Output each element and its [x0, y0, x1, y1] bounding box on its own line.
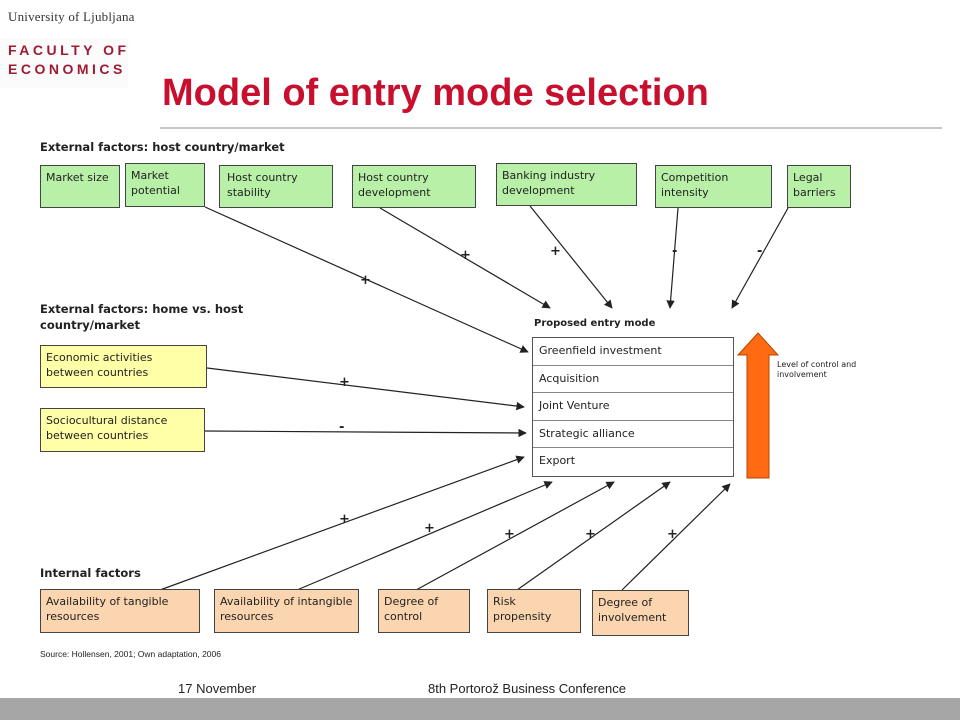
section-internal: Internal factors [40, 566, 141, 580]
arrow-competition [666, 207, 679, 309]
faculty-logo-line2: ECONOMICS [8, 61, 126, 77]
arrow-legal [731, 207, 789, 309]
entry-mode-greenfield: Greenfield investment [533, 338, 733, 366]
university-logo-area [0, 0, 170, 37]
factor-market-potential: Market potential [125, 163, 205, 207]
arrow-control [415, 481, 615, 591]
sign-control: + [504, 527, 515, 542]
factor-legal-barriers: Legal barriers [787, 165, 851, 208]
entry-mode-acquisition: Acquisition [533, 366, 733, 394]
entry-mode-list: Greenfield investment Acquisition Joint … [532, 337, 734, 477]
sign-tangible: + [339, 512, 350, 527]
factor-banking: Banking industry development [496, 163, 637, 206]
level-arrow-icon [736, 332, 780, 479]
sign-banking: + [550, 244, 561, 259]
factor-economic-activities: Economic activities between countries [40, 345, 207, 388]
arrow-involvement [621, 483, 731, 591]
source-note: Source: Hollensen, 2001; Own adaptation,… [40, 649, 221, 659]
arrow-market-potential [204, 206, 529, 353]
section-proposed: Proposed entry mode [534, 318, 656, 329]
arrow-tangible [159, 455, 525, 591]
footer-bar [0, 698, 960, 720]
sign-risk: + [585, 527, 596, 542]
footer-conference: 8th Portorož Business Conference [428, 681, 626, 696]
factor-degree-involvement: Degree of involvement [592, 590, 689, 636]
sign-legal: - [757, 244, 763, 259]
arrow-banking [529, 205, 613, 309]
factor-market-size: Market size [40, 165, 120, 208]
sign-economic: + [339, 375, 350, 390]
arrow-host-development [379, 207, 551, 309]
sign-sociocultural: - [339, 420, 345, 435]
entry-mode-strategic-alliance: Strategic alliance [533, 421, 733, 449]
entry-mode-export: Export [539, 454, 576, 468]
arrow-sociocultural [204, 428, 527, 438]
factor-degree-control: Degree of control [378, 589, 470, 633]
slide-title: Model of entry mode selection [162, 72, 709, 114]
section-external-host: External factors: host country/market [40, 140, 285, 154]
factor-tangible-resources: Availability of tangible resources [40, 589, 200, 633]
sign-market-potential: + [360, 273, 371, 288]
arrow-economic [206, 367, 525, 411]
sign-intangible: + [424, 521, 435, 536]
factor-host-stability: Host country stability [219, 165, 333, 208]
university-name: University of Ljubljana [8, 9, 135, 24]
faculty-logo-line1: FACULTY OF [8, 42, 130, 58]
factor-sociocultural-distance: Sociocultural distance between countries [40, 408, 205, 452]
entry-mode-joint-venture: Joint Venture [533, 393, 733, 421]
faculty-logo [0, 38, 128, 88]
title-divider [160, 127, 942, 129]
sign-competition: - [672, 244, 678, 259]
factor-competition: Competition intensity [655, 165, 772, 208]
arrow-risk [516, 481, 671, 591]
sign-host-development: + [460, 248, 471, 263]
section-external-home: External factors: home vs. host country/… [40, 302, 244, 332]
factor-host-development: Host country development [352, 165, 476, 208]
footer-date: 17 November [178, 681, 257, 696]
factor-intangible-resources: Availability of intangible resources [214, 589, 359, 633]
arrow-intangible [296, 481, 553, 591]
sign-involvement: + [667, 527, 678, 542]
factor-risk-propensity: Risk propensity [487, 589, 581, 633]
level-label: Level of control and involvement [777, 360, 857, 379]
